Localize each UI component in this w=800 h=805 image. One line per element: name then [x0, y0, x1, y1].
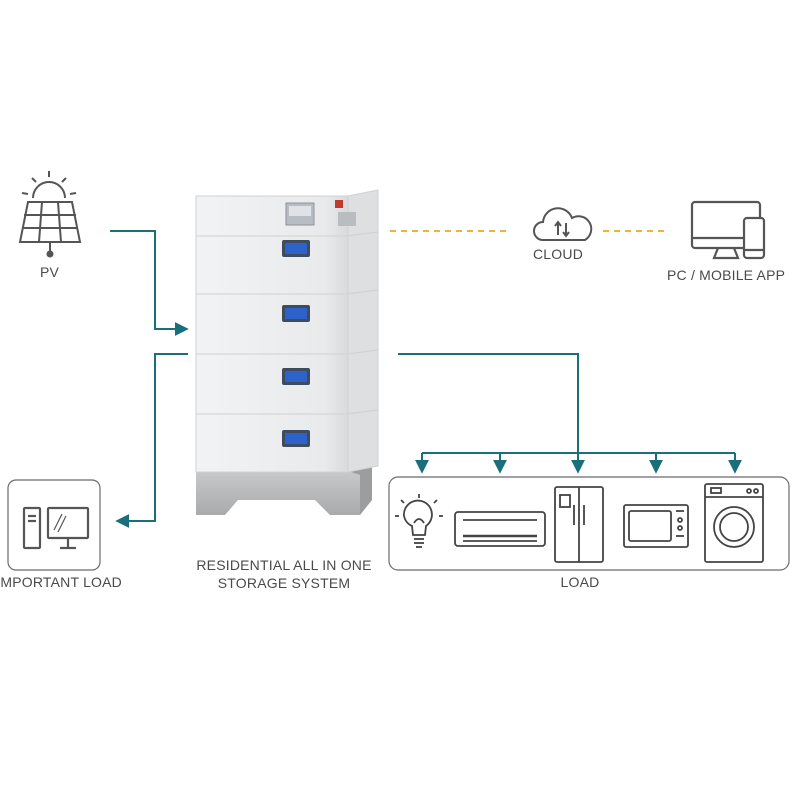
battery-module-2 [195, 289, 379, 355]
washing-machine-icon [704, 483, 764, 563]
pc-mobile-app-label: PC / MOBILE APP [667, 267, 786, 283]
cloud-label: CLOUD [533, 246, 584, 262]
air-conditioner-icon [454, 511, 546, 547]
system-to-load-line [398, 353, 585, 474]
control-module [195, 189, 379, 237]
computer-icon [22, 506, 90, 550]
system-to-important-load-arrow [115, 353, 188, 528]
pv-to-system-arrow [110, 230, 189, 336]
battery-module-4 [195, 409, 379, 473]
solar-panel-icon [18, 171, 82, 258]
system-label-line1: RESIDENTIAL ALL IN ONE [196, 557, 372, 573]
light-bulb-icon [395, 494, 443, 548]
storage-system-unit [195, 189, 379, 515]
refrigerator-icon [554, 486, 604, 563]
battery-module-1 [195, 231, 379, 295]
load-label: LOAD [560, 574, 600, 590]
pv-label: PV [40, 264, 60, 280]
battery-module-3 [195, 349, 379, 415]
system-label-line2: STORAGE SYSTEM [217, 575, 351, 591]
desktop-and-phone-icon [690, 200, 766, 260]
important-load-label: IMPORTANT LOAD [0, 574, 122, 590]
flow-lines [110, 230, 742, 528]
microwave-icon [623, 504, 689, 548]
cloud-sync-icon [533, 207, 593, 241]
